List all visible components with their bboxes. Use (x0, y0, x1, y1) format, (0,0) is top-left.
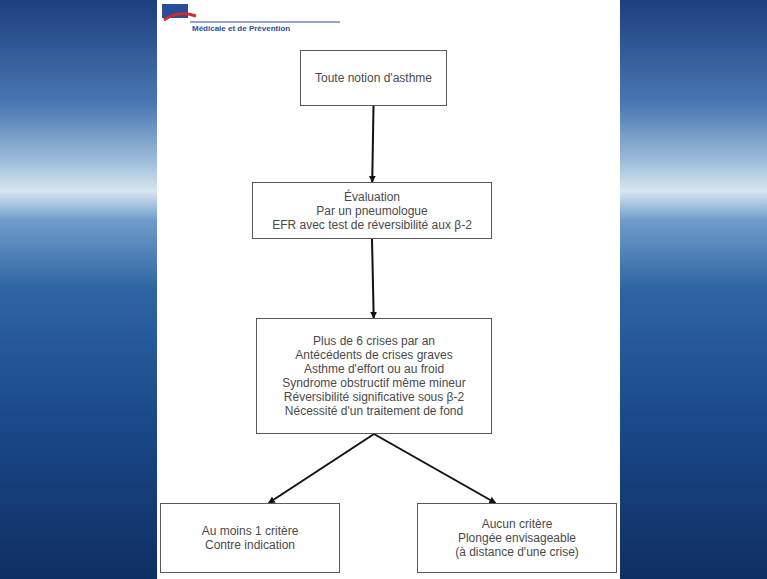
flow-arrow (374, 434, 496, 503)
process-box: Plus de 6 crises par anAntécédents de cr… (256, 318, 492, 434)
box-text: Aucun critère (482, 517, 553, 531)
box-text: Réversibilité significative sous β-2 (284, 390, 464, 404)
box-text: Au moins 1 critère (202, 524, 299, 538)
flow-arrow (372, 106, 373, 182)
box-text: Plus de 6 crises par an (313, 334, 435, 348)
flow-arrow (269, 434, 374, 503)
box-text: Plongée envisageable (458, 531, 576, 545)
process-box: Toute notion d'asthme (300, 50, 447, 106)
process-box: ÉvaluationPar un pneumologueEFR avec tes… (252, 182, 492, 239)
logo-mark (162, 4, 340, 22)
box-text: Nécessité d'un traitement de fond (285, 404, 463, 418)
box-text: Évaluation (344, 190, 400, 204)
process-box: Au moins 1 critèreContre indication (160, 503, 340, 573)
process-box: Aucun critèrePlongée envisageable(à dist… (417, 503, 617, 573)
box-text: Asthme d'effort ou au froid (304, 362, 444, 376)
box-text: Syndrome obstructif même mineur (282, 376, 465, 390)
box-text: Contre indication (205, 538, 295, 552)
logo-text: Médicale et de Prévention (192, 24, 290, 33)
box-text: Antécédents de crises graves (295, 348, 452, 362)
box-text: Toute notion d'asthme (315, 71, 432, 85)
box-text: (à distance d'une crise) (455, 545, 579, 559)
box-text: EFR avec test de réversibilité aux β-2 (272, 218, 472, 232)
flow-arrow (372, 239, 374, 318)
box-text: Par un pneumologue (316, 204, 427, 218)
